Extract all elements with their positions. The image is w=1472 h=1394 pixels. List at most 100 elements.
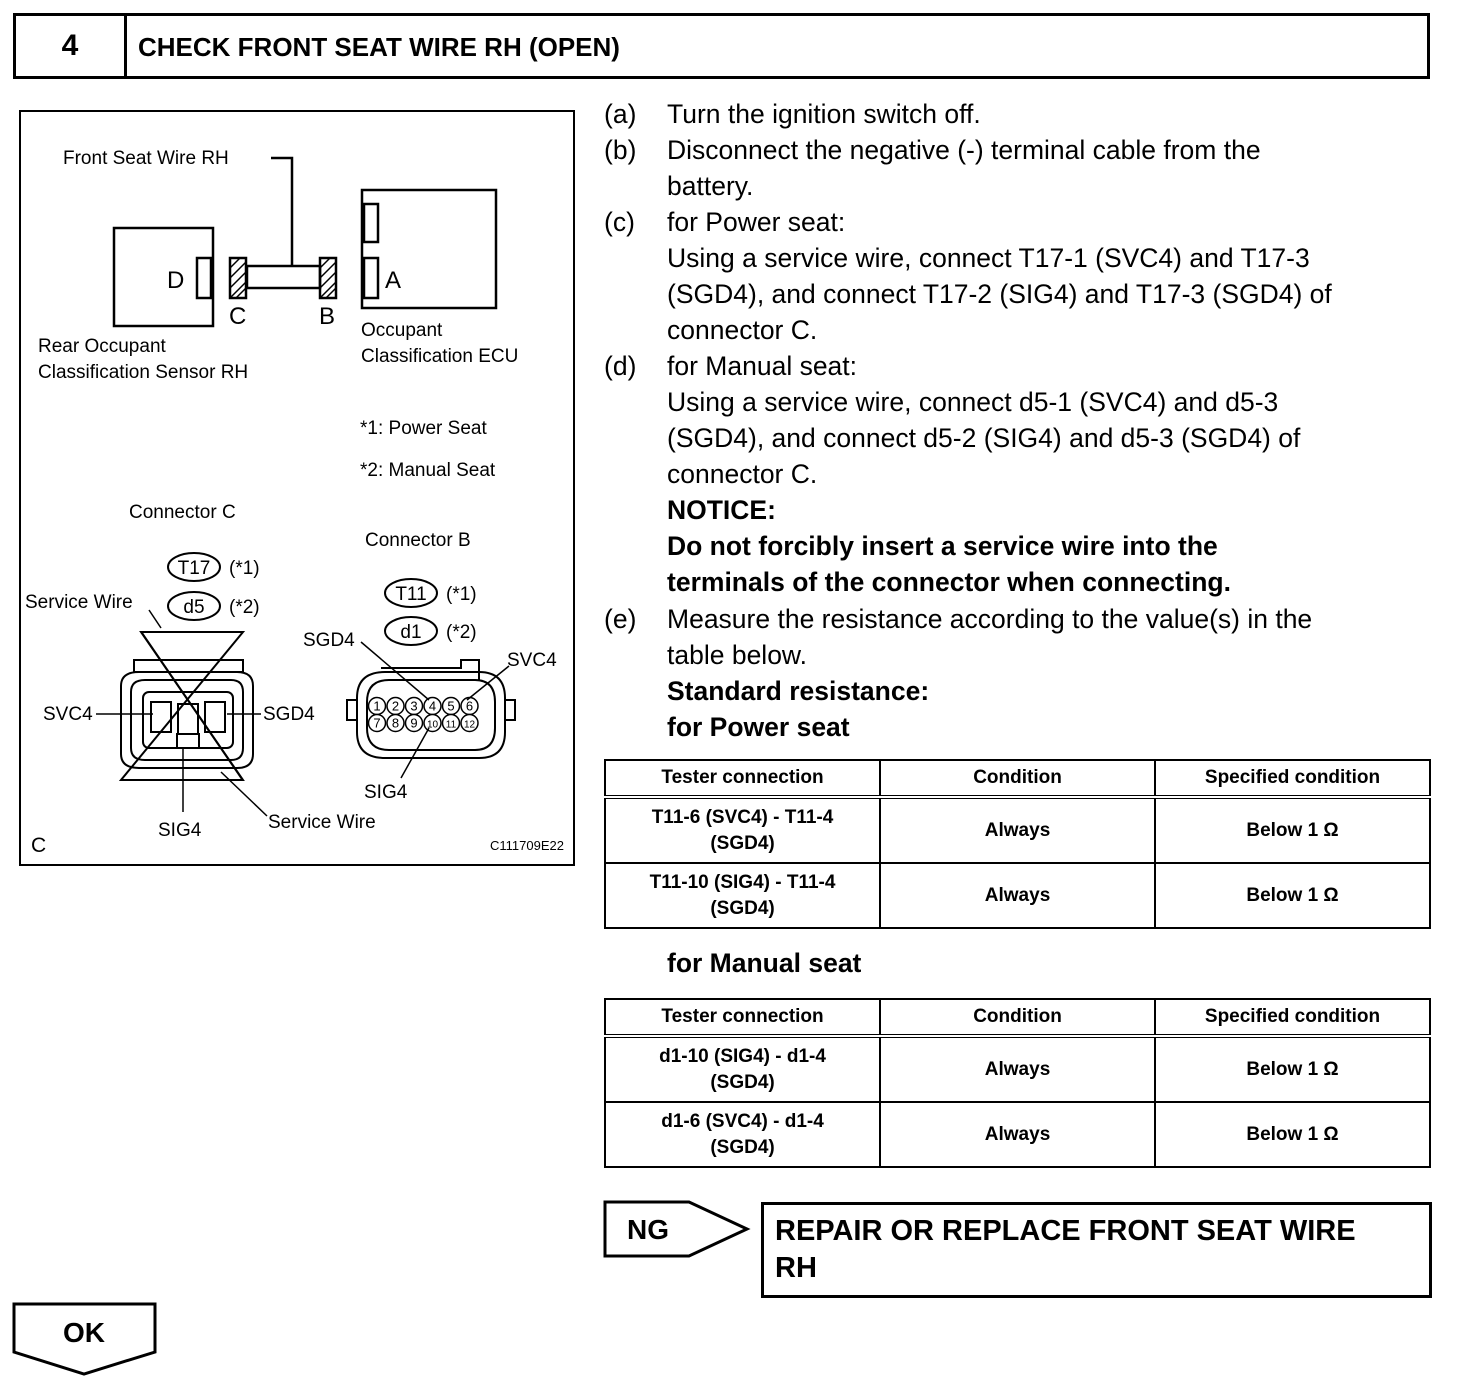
- step-d-line: Using a service wire, connect d5-1 (SVC4…: [667, 387, 1279, 417]
- connector-b-pin-number: 12: [464, 720, 476, 731]
- standard-resistance-heading: Standard resistance:: [667, 676, 930, 706]
- header-specified-condition: Specified condition: [1154, 759, 1431, 799]
- b-code-power: T11: [395, 584, 426, 605]
- step-c-line: Using a service wire, connect T17-1 (SVC…: [667, 243, 1310, 273]
- rear-sensor-label-line1: Rear Occupant: [38, 336, 167, 357]
- step-e-line: table below.: [667, 640, 807, 670]
- ng-label: NG: [627, 1214, 669, 1245]
- condition-cell: Always: [879, 1101, 1157, 1168]
- b-sig4-label: SIG4: [364, 782, 408, 803]
- table-header-row: Tester connection Condition Specified co…: [603, 759, 1431, 799]
- tester-connection-cell: d1-6 (SVC4) - d1-4(SGD4): [603, 1101, 882, 1168]
- table-row: T11-6 (SVC4) - T11-4(SGD4) Always Below …: [603, 796, 1431, 864]
- connector-b-pin-number: 10: [427, 720, 439, 731]
- header-tester-connection: Tester connection: [603, 759, 882, 799]
- rear-sensor-label-line2: Classification Sensor RH: [38, 362, 248, 383]
- ecu-label-line2: Classification ECU: [361, 346, 518, 367]
- step-b-line: Disconnect the negative (-) terminal cab…: [667, 135, 1261, 165]
- specified-condition-cell: Below 1 Ω: [1154, 796, 1431, 864]
- b-mark-power: (*1): [446, 584, 477, 605]
- figure-corner-label: C: [31, 834, 46, 857]
- ok-arrow-shape: OK: [12, 1302, 157, 1376]
- step-d-label: (d): [604, 351, 637, 381]
- manual-seat-heading: for Manual seat: [667, 948, 862, 978]
- step-number: 4: [16, 16, 127, 76]
- header-condition: Condition: [879, 998, 1157, 1038]
- connector-c-title: Connector C: [129, 502, 236, 523]
- step-title: CHECK FRONT SEAT WIRE RH (OPEN): [138, 32, 620, 62]
- connector-d-label: D: [167, 267, 184, 294]
- step-d-line: (SGD4), and connect d5-2 (SIG4) and d5-3…: [667, 423, 1301, 453]
- connector-b-pin: [441, 713, 461, 733]
- ecu-label-line1: Occupant: [361, 320, 443, 341]
- ok-arrow[interactable]: OK: [12, 1302, 162, 1382]
- condition-cell: Always: [879, 862, 1157, 929]
- b-mark-manual: (*2): [446, 622, 477, 643]
- step-c-line: (SGD4), and connect T17-2 (SIG4) and T17…: [667, 279, 1332, 309]
- step-d-line: for Manual seat:: [667, 351, 858, 381]
- connector-b-pin-number: 1: [373, 699, 380, 714]
- connector-b-pin-number: 8: [392, 716, 399, 731]
- connector-b-pin: [386, 713, 405, 733]
- connector-b-pin-number: 7: [373, 716, 380, 731]
- condition-cell: Always: [879, 796, 1157, 864]
- ng-arrow-shape: NG: [603, 1200, 751, 1258]
- service-wire-label-bottom: Service Wire: [268, 812, 376, 833]
- connector-b-pin: [404, 713, 424, 733]
- header-specified-condition: Specified condition: [1154, 998, 1431, 1038]
- table-row: d1-6 (SVC4) - d1-4(SGD4) Always Below 1 …: [603, 1101, 1431, 1168]
- note-power-seat: *1: Power Seat: [360, 418, 487, 439]
- connector-b-pin: [423, 713, 442, 733]
- connector-c-label: C: [229, 303, 246, 330]
- step-e-line: Measure the resistance according to the …: [667, 604, 1313, 634]
- connector-b-pin-number: 6: [466, 699, 473, 714]
- table-row: T11-10 (SIG4) - T11-4(SGD4) Always Below…: [603, 862, 1431, 929]
- notice-title: NOTICE:: [667, 495, 776, 525]
- connector-b-pin-number: 2: [392, 699, 399, 714]
- power-seat-heading: for Power seat: [667, 712, 850, 742]
- condition-cell: Always: [879, 1035, 1157, 1103]
- connector-b-pin-number: 4: [429, 699, 436, 714]
- ng-result-line: RH: [775, 1252, 817, 1284]
- tester-connection-cell: T11-6 (SVC4) - T11-4(SGD4): [603, 796, 882, 864]
- connector-b-pin-number: 5: [447, 699, 454, 714]
- step-a-label: (a): [604, 99, 637, 129]
- c-mark-manual: (*2): [229, 597, 260, 618]
- connector-b-title: Connector B: [365, 530, 471, 551]
- step-c-label: (c): [604, 207, 635, 237]
- power-seat-table: Tester connection Condition Specified co…: [603, 759, 1431, 929]
- notice-line: terminals of the connector when connecti…: [667, 567, 1231, 597]
- header-condition: Condition: [879, 759, 1157, 799]
- ng-arrow[interactable]: NG: [603, 1200, 753, 1260]
- wiring-illustration: Front Seat Wire RH D A C B Occupant Clas…: [19, 110, 575, 866]
- header-tester-connection: Tester connection: [603, 998, 882, 1038]
- step-c-line: for Power seat:: [667, 207, 846, 237]
- specified-condition-cell: Below 1 Ω: [1154, 1101, 1431, 1168]
- b-svc4-label: SVC4: [507, 650, 557, 671]
- connector-b-label: B: [319, 303, 335, 330]
- figure-id: C111709E22: [490, 838, 564, 853]
- c-code-manual: d5: [183, 597, 204, 618]
- step-b-label: (b): [604, 135, 637, 165]
- step-d-line: connector C.: [667, 459, 818, 489]
- connector-b-pin: [367, 713, 387, 733]
- table-row: d1-10 (SIG4) - d1-4(SGD4) Always Below 1…: [603, 1035, 1431, 1103]
- b-sgd4-label: SGD4: [303, 630, 355, 651]
- ng-result-box: REPAIR OR REPLACE FRONT SEAT WIRE RH: [761, 1202, 1432, 1298]
- b-code-manual: d1: [400, 622, 421, 643]
- connector-b-pin-number: 3: [410, 699, 417, 714]
- tester-connection-cell: d1-10 (SIG4) - d1-4(SGD4): [603, 1035, 882, 1103]
- specified-condition-cell: Below 1 Ω: [1154, 862, 1431, 929]
- note-manual-seat: *2: Manual Seat: [360, 460, 496, 481]
- manual-seat-table: Tester connection Condition Specified co…: [603, 998, 1431, 1168]
- c-svc4-label: SVC4: [43, 704, 93, 725]
- ok-label: OK: [63, 1317, 105, 1348]
- specified-condition-cell: Below 1 Ω: [1154, 1035, 1431, 1103]
- c-code-power: T17: [178, 558, 211, 579]
- step-e-label: (e): [604, 604, 637, 634]
- connector-b-pin: [460, 713, 479, 733]
- connector-b-pin-number: 9: [410, 716, 417, 731]
- table-header-row: Tester connection Condition Specified co…: [603, 998, 1431, 1038]
- connector-a-label: A: [385, 267, 401, 294]
